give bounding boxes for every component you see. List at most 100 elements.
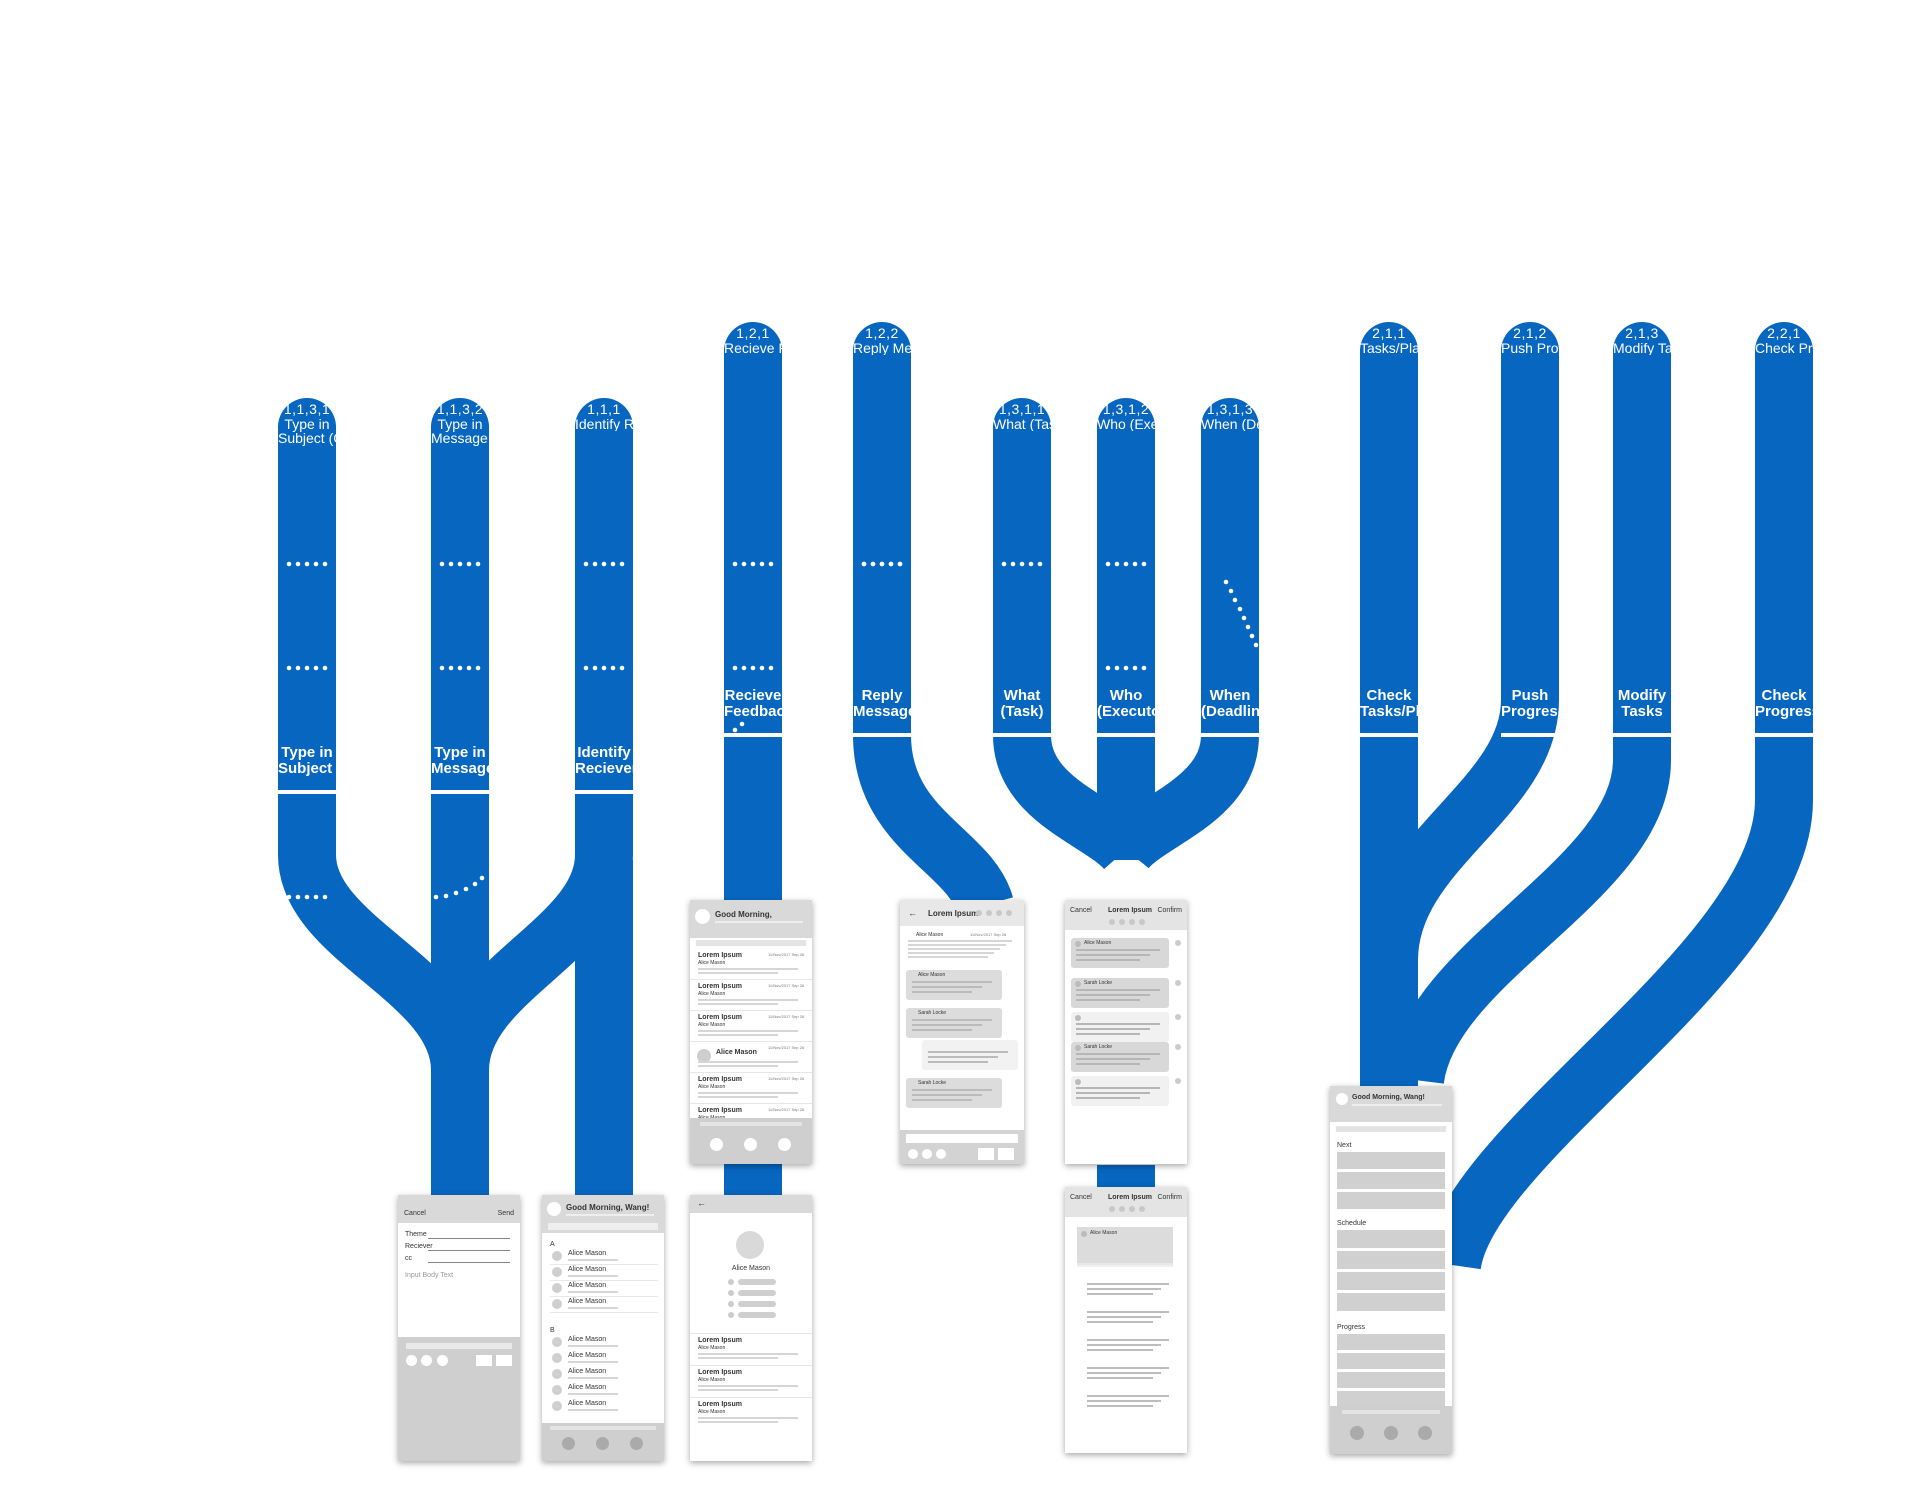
- tasks-icon[interactable]: [1384, 1426, 1398, 1440]
- settings-icon[interactable]: [1418, 1426, 1432, 1440]
- icon-c[interactable]: [1129, 919, 1135, 925]
- home-icon[interactable]: [1350, 1426, 1364, 1440]
- next-item[interactable]: [1337, 1152, 1445, 1169]
- progress-item[interactable]: [1337, 1372, 1445, 1388]
- action-chip[interactable]: [738, 1279, 776, 1285]
- sender-name[interactable]: Alice Mason: [716, 1049, 757, 1056]
- task-bubble[interactable]: Sarah Locke: [1071, 1042, 1169, 1072]
- cancel-button[interactable]: Cancel: [1070, 907, 1092, 914]
- message-subject[interactable]: Lorem Ipsum: [698, 1076, 742, 1083]
- emoji-icon[interactable]: [936, 1149, 946, 1159]
- select-icon[interactable]: [1175, 1078, 1181, 1084]
- icon-d[interactable]: [1139, 919, 1145, 925]
- search-bar[interactable]: [696, 940, 806, 946]
- cancel-button[interactable]: Cancel: [404, 1210, 426, 1217]
- icon-a[interactable]: [1109, 1206, 1115, 1212]
- search-bar[interactable]: [1336, 1126, 1446, 1132]
- task-bubble[interactable]: [1071, 1012, 1169, 1042]
- action-chip[interactable]: [738, 1312, 776, 1318]
- format-button[interactable]: [476, 1355, 492, 1366]
- next-item[interactable]: [1337, 1192, 1445, 1209]
- icon-a[interactable]: [976, 910, 982, 916]
- search-bar[interactable]: [548, 1223, 658, 1230]
- schedule-item[interactable]: [1337, 1293, 1445, 1311]
- contact-name[interactable]: Alice Mason: [568, 1352, 607, 1359]
- more-button[interactable]: [496, 1355, 512, 1366]
- progress-item[interactable]: [1337, 1353, 1445, 1369]
- stacked-card[interactable]: Alice Mason: [1077, 1227, 1173, 1263]
- contact-name[interactable]: Alice Mason: [568, 1298, 607, 1305]
- send-button[interactable]: [998, 1148, 1014, 1160]
- message-subject[interactable]: Lorem Ipsum: [698, 952, 742, 959]
- contact-name[interactable]: Alice Mason: [568, 1250, 607, 1257]
- action-icon[interactable]: [728, 1301, 734, 1307]
- message-subject[interactable]: Lorem Ipsum: [698, 983, 742, 990]
- message-subject[interactable]: Lorem Ipsum: [698, 1337, 742, 1344]
- chat-bubble[interactable]: Sarah Locke: [906, 1008, 1002, 1038]
- contact-name[interactable]: Alice Mason: [568, 1266, 607, 1273]
- settings-icon[interactable]: [630, 1437, 643, 1450]
- cancel-button[interactable]: Cancel: [1070, 1194, 1092, 1201]
- node-label-line2: Subject (Goal): [278, 759, 336, 777]
- image-icon[interactable]: [922, 1149, 932, 1159]
- icon-a[interactable]: [1109, 919, 1115, 925]
- select-icon[interactable]: [1175, 940, 1181, 946]
- attach-icon[interactable]: [406, 1355, 417, 1366]
- confirm-button[interactable]: Confirm: [1157, 1194, 1182, 1201]
- body-input[interactable]: Input Body Text: [405, 1272, 454, 1279]
- contacts-icon[interactable]: [744, 1138, 757, 1151]
- chat-bubble[interactable]: Sarah Locke: [906, 1078, 1002, 1108]
- action-chip[interactable]: [738, 1290, 776, 1296]
- message-subject[interactable]: Lorem Ipsum: [698, 1369, 742, 1376]
- reply-input[interactable]: [906, 1134, 1018, 1143]
- back-icon[interactable]: ←: [908, 908, 917, 918]
- contacts-icon[interactable]: [596, 1437, 609, 1450]
- contact-name[interactable]: Alice Mason: [568, 1368, 607, 1375]
- task-bubble[interactable]: [1071, 1076, 1169, 1106]
- chat-bubble[interactable]: Alice Mason: [906, 970, 1002, 1000]
- chat-bubble[interactable]: [922, 1040, 1018, 1070]
- home-icon[interactable]: [562, 1437, 575, 1450]
- action-icon[interactable]: [728, 1290, 734, 1296]
- action-icon[interactable]: [728, 1279, 734, 1285]
- contact-name[interactable]: Alice Mason: [568, 1282, 607, 1289]
- contact-name[interactable]: Alice Mason: [568, 1336, 607, 1343]
- icon-b[interactable]: [986, 910, 992, 916]
- task-bubble[interactable]: Alice Mason: [1071, 938, 1169, 968]
- schedule-item[interactable]: [1337, 1230, 1445, 1248]
- next-item[interactable]: [1337, 1172, 1445, 1189]
- confirm-button[interactable]: Confirm: [1157, 907, 1182, 914]
- action-icon[interactable]: [728, 1312, 734, 1318]
- theme-field[interactable]: [428, 1238, 510, 1239]
- select-icon[interactable]: [1175, 980, 1181, 986]
- contact-name[interactable]: Alice Mason: [568, 1384, 607, 1391]
- image-icon[interactable]: [421, 1355, 432, 1366]
- reciever-field[interactable]: [428, 1250, 510, 1251]
- send-button[interactable]: Send: [497, 1210, 514, 1217]
- message-subject[interactable]: Lorem Ipsum: [698, 1401, 742, 1408]
- attach-icon[interactable]: [908, 1149, 918, 1159]
- icon-b[interactable]: [1119, 1206, 1125, 1212]
- message-subject[interactable]: Lorem Ipsum: [698, 1107, 742, 1114]
- contact-name[interactable]: Alice Mason: [568, 1400, 607, 1407]
- select-icon[interactable]: [1175, 1014, 1181, 1020]
- emoji-icon[interactable]: [437, 1355, 448, 1366]
- task-bubble[interactable]: Sarah Locke: [1071, 978, 1169, 1008]
- schedule-item[interactable]: [1337, 1251, 1445, 1269]
- icon-d[interactable]: [1006, 910, 1012, 916]
- back-icon[interactable]: ←: [697, 1198, 706, 1208]
- icon-c[interactable]: [996, 910, 1002, 916]
- message-subject[interactable]: Lorem Ipsum: [698, 1014, 742, 1021]
- icon-d[interactable]: [1139, 1206, 1145, 1212]
- icon-b[interactable]: [1119, 919, 1125, 925]
- schedule-item[interactable]: [1337, 1272, 1445, 1290]
- cc-field[interactable]: [428, 1262, 510, 1263]
- icon-c[interactable]: [1129, 1206, 1135, 1212]
- format-button[interactable]: [978, 1148, 994, 1160]
- select-icon[interactable]: [1175, 1044, 1181, 1050]
- progress-item[interactable]: [1337, 1334, 1445, 1350]
- home-icon[interactable]: [710, 1138, 723, 1151]
- progress-item[interactable]: [1337, 1391, 1445, 1407]
- settings-icon[interactable]: [778, 1138, 791, 1151]
- action-chip[interactable]: [738, 1301, 776, 1307]
